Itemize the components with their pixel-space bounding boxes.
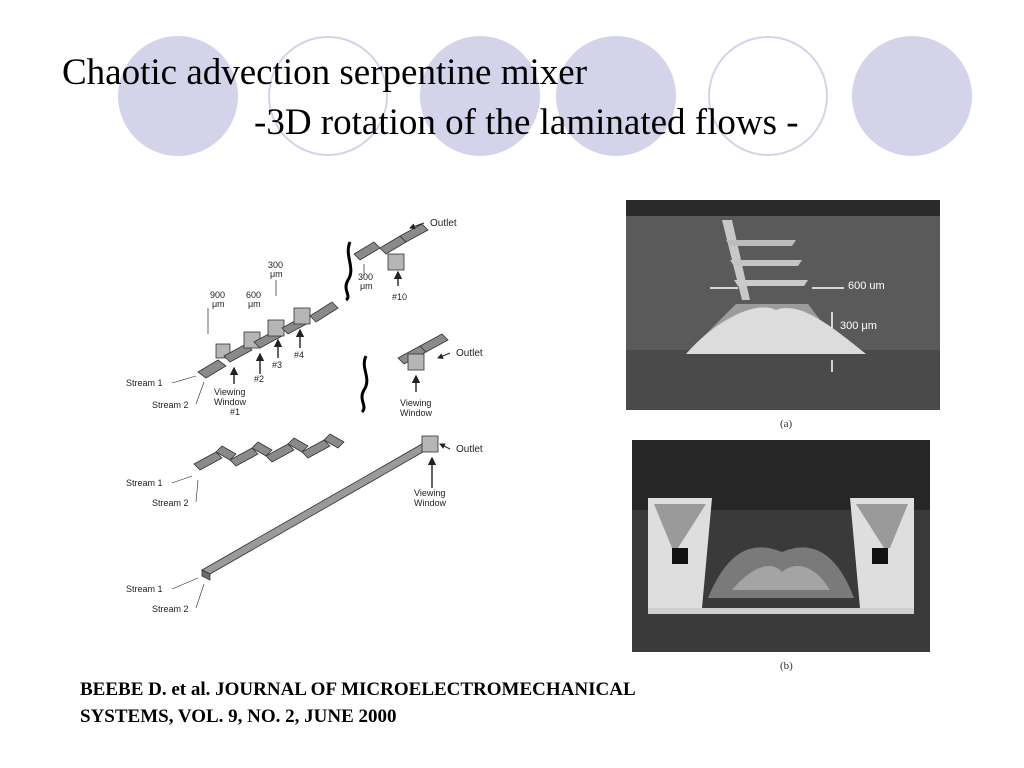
outlet-label-2: Outlet: [456, 348, 483, 359]
window-label-2: Window: [400, 408, 433, 418]
decorative-circle: [118, 36, 238, 156]
stream1-label-3: Stream 1: [126, 584, 163, 594]
outlet-label-3: Outlet: [456, 444, 483, 455]
sem-a-dim-600: 600 um: [848, 280, 885, 292]
outlet-label-1: Outlet: [430, 218, 457, 229]
window-label-1: Window: [214, 397, 247, 407]
sem-a-dim-300: 300 μm: [840, 320, 877, 332]
stream1-label-1: Stream 1: [126, 378, 163, 388]
citation-line-1: BEEBE D. et al. JOURNAL OF MICROELECTROM…: [80, 679, 636, 700]
decorative-ring: [708, 36, 828, 156]
straight-channel: [201, 435, 439, 581]
dim-300-value-b: 300: [358, 272, 373, 282]
decorative-circle: [420, 36, 540, 156]
viewing-label-2: Viewing: [400, 398, 431, 408]
window-number-3: #3: [272, 360, 282, 370]
dim-900-unit: μm: [212, 299, 225, 309]
window-number-2: #2: [254, 374, 264, 384]
stream2-label-1: Stream 2: [152, 400, 189, 410]
window-label-3: Window: [414, 498, 447, 508]
stream2-label-3: Stream 2: [152, 604, 189, 614]
dim-900-value: 900: [210, 290, 225, 300]
dim-300-value: 300: [268, 260, 283, 270]
citation-line-2: SYSTEMS, VOL. 9, NO. 2, JUNE 2000: [80, 706, 397, 727]
window-number-10: #10: [392, 292, 407, 302]
break-mark: [360, 355, 369, 414]
citation: BEEBE D. et al. JOURNAL OF MICROELECTROM…: [80, 676, 900, 730]
sem-image-b: [632, 440, 930, 652]
slide-title: Chaotic advection serpentine mixer -3D r…: [62, 48, 799, 148]
window-number-4: #4: [294, 350, 304, 360]
serpentine-3d-channel: [197, 223, 429, 379]
stream2-label-2: Stream 2: [152, 498, 189, 508]
dim-600-unit: μm: [248, 299, 261, 309]
panel-label-b: (b): [780, 660, 793, 672]
title-line-2: -3D rotation of the laminated flows -: [254, 102, 799, 143]
decorative-circle: [852, 36, 972, 156]
break-mark: [344, 241, 353, 302]
serpentine-2d-channel: [193, 333, 449, 471]
dim-600-value: 600: [246, 290, 261, 300]
sem-image-a: 600 um 300 μm: [626, 200, 940, 410]
decorative-circle: [556, 36, 676, 156]
stream1-label-2: Stream 1: [126, 478, 163, 488]
panel-label-a: (a): [780, 418, 793, 430]
viewing-label-1: Viewing: [214, 387, 245, 397]
dim-300-unit: μm: [270, 269, 283, 279]
dim-300-unit-b: μm: [360, 281, 373, 291]
window-number-1: #1: [230, 407, 240, 417]
decorative-ring: [268, 36, 388, 156]
viewing-label-3: Viewing: [414, 488, 445, 498]
title-line-1: Chaotic advection serpentine mixer: [62, 52, 588, 93]
mixer-schematic: Outlet 300 μm 900 μm 600 μm 300 μm Viewi…: [126, 218, 483, 614]
